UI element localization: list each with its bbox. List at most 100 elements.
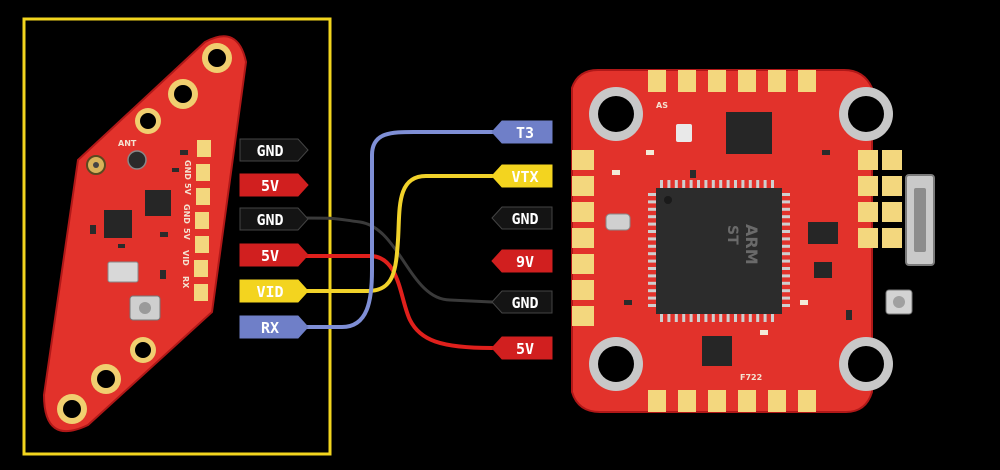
mcu-pin bbox=[741, 180, 745, 188]
vtx-pin-pads bbox=[194, 140, 211, 301]
mcu-pin bbox=[782, 230, 790, 233]
mcu-pin bbox=[763, 314, 767, 322]
mcu-pin bbox=[648, 267, 656, 270]
mcu-pin bbox=[756, 180, 760, 188]
mcu-pin bbox=[648, 289, 656, 293]
microphone bbox=[127, 150, 147, 170]
fc-tag-label: GND bbox=[511, 294, 538, 312]
mcu-logo: ST bbox=[724, 225, 740, 245]
vtx-pin-tags: GND 5V GND 5V VID RX bbox=[239, 138, 309, 339]
mcu-pin bbox=[726, 314, 730, 322]
fc-components bbox=[605, 112, 852, 366]
fc-chip-top bbox=[726, 112, 772, 154]
usb-connector bbox=[905, 174, 935, 266]
mcu-pin bbox=[682, 314, 686, 322]
mcu-pin bbox=[648, 200, 656, 204]
fc-crystal bbox=[605, 213, 631, 231]
mcu-pin bbox=[711, 180, 715, 188]
vtx-tag-gnd-2: GND bbox=[239, 207, 309, 231]
vtx-silk-5v-1: 5V bbox=[183, 183, 192, 196]
vtx-tag-label: 5V bbox=[261, 247, 279, 265]
mcu-pin bbox=[689, 180, 693, 188]
vtx-tag-label: VID bbox=[256, 283, 283, 301]
mcu-pin bbox=[782, 259, 790, 263]
mcu-pin bbox=[782, 296, 790, 300]
fc-tag-label: 5V bbox=[516, 340, 534, 358]
mcu-pin bbox=[648, 237, 656, 241]
vtx-mounting-holes bbox=[57, 43, 232, 424]
fc-button bbox=[885, 289, 913, 315]
mcu-pin bbox=[782, 193, 790, 196]
mcu-pin bbox=[719, 180, 723, 188]
mcu-pin bbox=[748, 180, 752, 188]
vtx-tag-gnd-1: GND bbox=[239, 138, 309, 162]
mcu-pin bbox=[697, 180, 700, 188]
mcu-pin bbox=[704, 314, 708, 322]
mcu-pin bbox=[782, 267, 790, 270]
fc-tag-label: GND bbox=[511, 210, 538, 228]
vtx-silk-rx: RX bbox=[181, 276, 190, 289]
mcu-pin bbox=[648, 274, 656, 278]
mcu-pin bbox=[782, 281, 790, 285]
mcu-pin bbox=[782, 252, 790, 256]
fc-chip-bottom bbox=[702, 336, 732, 366]
mcu-pin bbox=[782, 244, 790, 248]
mcu-pin bbox=[782, 215, 790, 219]
vtx-tag-label: GND bbox=[256, 211, 283, 229]
mcu-pin bbox=[719, 314, 723, 322]
mcu-pin bbox=[697, 314, 700, 322]
fc-tag-gnd-2: GND bbox=[491, 290, 553, 314]
mcu-pin bbox=[711, 314, 715, 322]
vtx-tag-label: GND bbox=[256, 142, 283, 160]
vtx-tag-5v-1: 5V bbox=[239, 173, 309, 197]
fc-tag-label: 9V bbox=[516, 253, 534, 271]
fc-right-pads bbox=[858, 150, 902, 248]
fc-left-pads bbox=[572, 150, 594, 326]
mcu-pin bbox=[682, 180, 686, 188]
fc-tag-gnd-1: GND bbox=[491, 206, 553, 230]
mcu-pin bbox=[648, 230, 656, 233]
fc-bottom-pads bbox=[648, 390, 816, 412]
vtx-chip-1 bbox=[145, 190, 171, 216]
fc-tag-t3: T3 bbox=[491, 120, 553, 144]
mcu-pin bbox=[648, 244, 656, 248]
mcu-marking: ARM bbox=[742, 224, 761, 265]
wire-vid bbox=[298, 174, 494, 293]
mcu-pin bbox=[648, 222, 656, 226]
vtx-silkscreen: ANT GND 5V GND 5V VID RX bbox=[118, 139, 192, 289]
fc-tag-9v: 9V bbox=[491, 249, 553, 273]
mcu-pin bbox=[648, 281, 656, 285]
mcu-pin bbox=[782, 274, 790, 278]
vtx-oscillator bbox=[107, 261, 139, 283]
mcu-pin bbox=[734, 314, 737, 322]
vtx-tag-label: 5V bbox=[261, 177, 279, 195]
mcu-pin bbox=[648, 252, 656, 256]
vtx-silk-ant: ANT bbox=[118, 139, 137, 148]
vtx-silk-vid: VID bbox=[181, 250, 190, 266]
mcu-pin bbox=[771, 314, 774, 322]
fc-silk-corner: AS bbox=[656, 101, 668, 110]
mcu-chip: ARM ST bbox=[656, 188, 782, 314]
wires bbox=[298, 130, 494, 350]
vtx-tag-5v-2: 5V bbox=[239, 243, 309, 267]
mcu-pin bbox=[782, 222, 790, 226]
mcu-pin bbox=[782, 237, 790, 241]
fc-tag-label: T3 bbox=[516, 124, 534, 142]
mcu-pin bbox=[660, 314, 663, 322]
fc-silkscreen: AS F722 bbox=[656, 101, 762, 382]
mcu-pin bbox=[648, 193, 656, 196]
mcu-pin bbox=[689, 314, 693, 322]
vtx-components bbox=[86, 150, 188, 321]
mcu-pin bbox=[648, 296, 656, 300]
mcu-pins bbox=[648, 180, 790, 322]
mcu-pin bbox=[667, 314, 671, 322]
vtx-highlight-frame bbox=[22, 17, 332, 456]
vtx-silk-gnd-1: GND bbox=[183, 160, 192, 180]
mcu-pin bbox=[648, 215, 656, 219]
vtx-tag-vid: VID bbox=[239, 279, 309, 303]
mcu-pin bbox=[782, 289, 790, 293]
mcu-pin bbox=[704, 180, 708, 188]
vtx-tag-label: RX bbox=[261, 319, 279, 337]
vtx-board: ANT GND 5V GND 5V VID RX bbox=[22, 17, 332, 456]
fc-top-pads bbox=[648, 70, 816, 92]
